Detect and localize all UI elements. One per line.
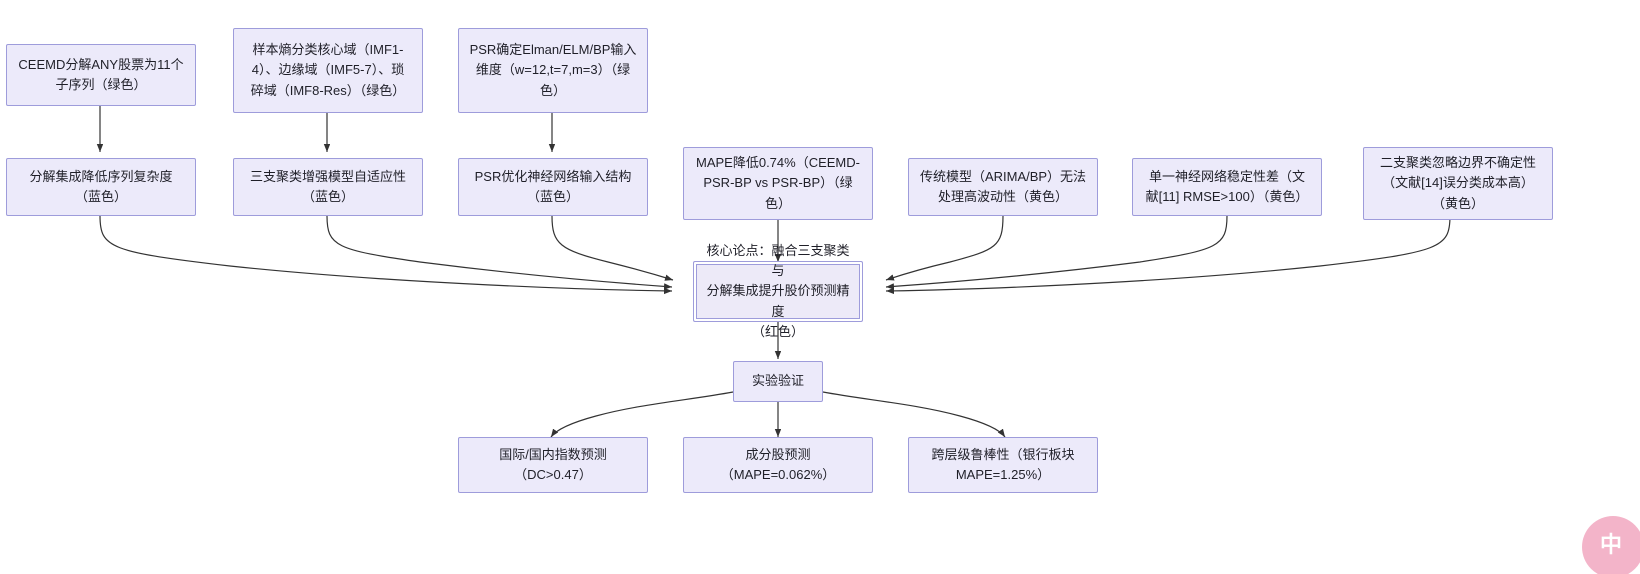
edge-m1-core — [99, 215, 673, 295]
node-label: 跨层级鲁棒性（银行板块 MAPE=1.25%） — [931, 446, 1075, 482]
edge-validation-r1 — [550, 391, 734, 438]
node-label: 传统模型（ARIMA/BP）无法 处理高波动性（黄色） — [919, 168, 1087, 204]
node-label: MAPE降低0.74%（CEEMD- PSR-BP vs PSR-BP）（绿 色… — [696, 155, 860, 211]
node-core-thesis[interactable]: 核心论点：融合三支聚类与 分解集成提升股价预测精度 （红色） — [693, 243, 863, 339]
node-psr-optimizes-input-structure[interactable]: PSR优化神经网络输入结构 （蓝色） — [458, 158, 648, 216]
node-ceemd-decomposition[interactable]: CEEMD分解ANY股票为11个 子序列（绿色） — [6, 44, 196, 106]
node-single-nn-instability[interactable]: 单一神经网络稳定性差（文 献[11] RMSE>100）（黄色） — [1132, 158, 1322, 216]
edge-m2-core — [326, 215, 673, 290]
node-label: 国际/国内指数预测 （DC>0.47） — [499, 446, 607, 482]
node-mape-reduction-result[interactable]: MAPE降低0.74%（CEEMD- PSR-BP vs PSR-BP）（绿 色… — [683, 147, 873, 220]
node-label: PSR优化神经网络输入结构 （蓝色） — [474, 168, 632, 204]
edge-m6-core — [885, 215, 1228, 290]
node-psr-input-dimension[interactable]: PSR确定Elman/ELM/BP输入 维度（w=12,t=7,m=3）（绿 色… — [458, 28, 648, 113]
edge-m7-core — [885, 215, 1451, 295]
edge-m5-core — [885, 215, 1004, 281]
node-label: 二支聚类忽略边界不确定性 （文献[14]误分类成本高） （黄色） — [1379, 155, 1536, 211]
node-decomposition-reduces-complexity[interactable]: 分解集成降低序列复杂度 （蓝色） — [6, 158, 196, 216]
edge-m3-core — [551, 215, 674, 281]
node-sample-entropy-classification[interactable]: 样本熵分类核心域（IMF1- 4）、边缘域（IMF5-7）、琐 碎域（IMF8-… — [233, 28, 423, 113]
watermark-badge: 中 — [1582, 516, 1640, 574]
watermark-text: 中 — [1599, 532, 1622, 557]
node-traditional-model-limitation[interactable]: 传统模型（ARIMA/BP）无法 处理高波动性（黄色） — [908, 158, 1098, 216]
node-result-cross-level-robustness[interactable]: 跨层级鲁棒性（银行板块 MAPE=1.25%） — [908, 437, 1098, 493]
node-three-way-clustering-adaptivity[interactable]: 三支聚类增强模型自适应性 （蓝色） — [233, 158, 423, 216]
node-label: 分解集成降低序列复杂度 （蓝色） — [29, 168, 173, 204]
node-label: PSR确定Elman/ELM/BP输入 维度（w=12,t=7,m=3）（绿 色… — [469, 42, 637, 98]
node-label: CEEMD分解ANY股票为11个 子序列（绿色） — [18, 56, 184, 92]
node-label: 三支聚类增强模型自适应性 （蓝色） — [249, 168, 406, 204]
node-label: 样本熵分类核心域（IMF1- 4）、边缘域（IMF5-7）、琐 碎域（IMF8-… — [250, 42, 406, 98]
node-result-index-forecast[interactable]: 国际/国内指数预测 （DC>0.47） — [458, 437, 648, 493]
node-label: 核心论点：融合三支聚类与 分解集成提升股价预测精度 （红色） — [706, 243, 850, 339]
node-label: 单一神经网络稳定性差（文 献[11] RMSE>100）（黄色） — [1145, 168, 1309, 204]
node-label: 成分股预测 （MAPE=0.062%） — [720, 446, 836, 482]
edge-validation-r3 — [822, 391, 1006, 438]
node-experimental-validation[interactable]: 实验验证 — [733, 361, 823, 402]
node-label: 实验验证 — [751, 373, 804, 389]
node-two-way-clustering-limitation[interactable]: 二支聚类忽略边界不确定性 （文献[14]误分类成本高） （黄色） — [1363, 147, 1553, 220]
node-result-constituent-stock-forecast[interactable]: 成分股预测 （MAPE=0.062%） — [683, 437, 873, 493]
